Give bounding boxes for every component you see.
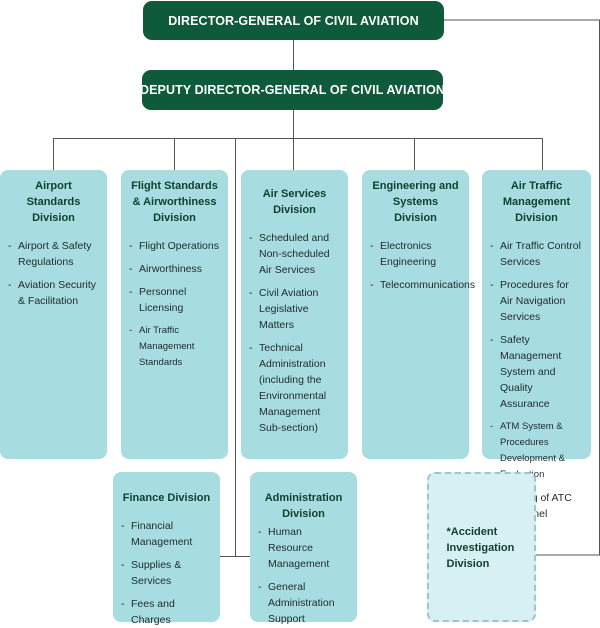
division-title: Flight Standards & Airworthiness Divisio… [131, 180, 218, 224]
division-item: Personnel Licensing [129, 284, 220, 316]
division-title: Air Services Division [262, 188, 327, 216]
division-item: Civil Aviation Legislative Matters [249, 285, 340, 333]
deputy-director-general-title: DEPUTY DIRECTOR-GENERAL OF CIVIL AVIATIO… [139, 83, 446, 97]
deputy-director-general-box: DEPUTY DIRECTOR-GENERAL OF CIVIL AVIATIO… [139, 70, 446, 110]
division-airport-standards: Airport Standards Division Airport & Saf… [0, 170, 107, 459]
division-finance: Finance Division Financial Management Su… [113, 472, 220, 626]
division-item: Procedures for Air Navigation Services [490, 277, 583, 325]
director-general-title: DIRECTOR-GENERAL OF CIVIL AVIATION [168, 13, 419, 28]
division-item: Air Traffic Management Standards [129, 323, 220, 371]
division-item: Technical Administration (including the … [249, 340, 340, 436]
division-administration: Administration Division Human Resource M… [250, 472, 357, 625]
division-item: Fees and Charges [121, 596, 212, 628]
division-air-traffic-management: Air Traffic Management Division Air Traf… [482, 170, 591, 520]
division-accident-investigation: *Accident Investigation Division [427, 472, 536, 622]
division-title: Air Traffic Management Division [502, 180, 571, 224]
division-item: Air Traffic Control Services [490, 238, 583, 270]
division-title: *Accident Investigation Division [446, 526, 515, 570]
division-item: Airworthiness [129, 261, 220, 277]
division-air-services: Air Services Division Scheduled and Non-… [241, 170, 348, 459]
division-item: Airport & Safety Regulations [8, 238, 99, 270]
division-title: Engineering and Systems Division [372, 180, 459, 224]
division-flight-standards: Flight Standards & Airworthiness Divisio… [121, 170, 228, 459]
division-item: Telecommunications [370, 277, 475, 293]
division-item: Flight Operations [129, 238, 220, 254]
director-general-box: DIRECTOR-GENERAL OF CIVIL AVIATION [143, 1, 444, 40]
division-item: Electronics Engineering [370, 238, 461, 270]
division-item: General Administration Support [258, 579, 349, 627]
division-item: Aviation Security & Facilitation [8, 277, 99, 309]
division-item: Supplies & Services [121, 557, 212, 589]
division-title: Administration Division [264, 492, 343, 520]
division-engineering-systems: Engineering and Systems Division Electro… [362, 170, 475, 459]
division-title: Airport Standards Division [26, 180, 81, 224]
division-item: Safety Management System and Quality Ass… [490, 332, 583, 412]
division-item: Human Resource Management [258, 524, 349, 572]
division-title: Finance Division [122, 492, 211, 504]
division-item: Scheduled and Non-scheduled Air Services [249, 230, 340, 278]
division-item: Financial Management [121, 518, 212, 550]
